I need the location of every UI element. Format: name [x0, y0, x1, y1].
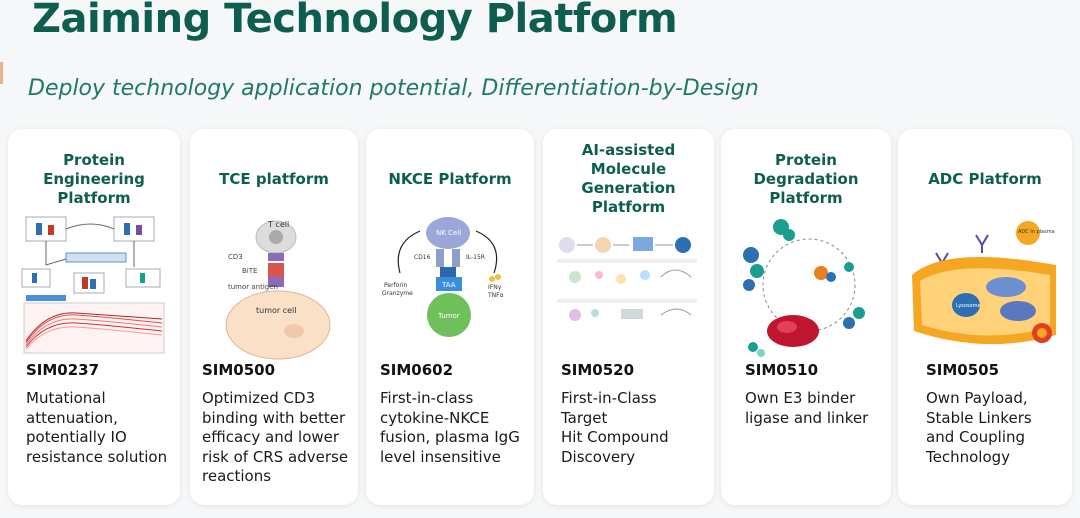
diagram-label-cd16: CD16 — [414, 254, 431, 261]
diagram-label-nk-cell: NK Cell — [436, 229, 461, 237]
platform-card-protein-degradation: Protein Degradation Platform SIM0510 Own… — [721, 129, 891, 505]
card-title: ADC Platform — [928, 169, 1042, 188]
molecule-code: SIM0505 — [926, 361, 1000, 379]
platform-card-nkce: NKCE Platform NK Cell CD16 IL-15R TAA Tu… — [366, 129, 534, 505]
diagram-label-lysosome: Lysosome — [956, 303, 981, 309]
tce-illustration: T cell CD3 BiTE tumor antigen tumor cell — [198, 215, 350, 363]
protein-engineering-illustration — [16, 215, 172, 363]
platform-card-tce: TCE platform T cell CD3 BiTE tumor antig… — [190, 129, 358, 505]
diagram-label-tcell: T cell — [267, 220, 289, 229]
diagram-label-granzyme: Granzyme — [382, 290, 413, 297]
card-description: Mutational attenuation, potentially IO r… — [26, 389, 168, 466]
diagram-label-cd3: CD3 — [228, 253, 243, 261]
card-description: Optimized CD3 binding with better effica… — [202, 389, 349, 485]
card-title: NKCE Platform — [388, 169, 512, 188]
card-description: First-in-class cytokine-NKCE fusion, pla… — [380, 389, 520, 466]
diagram-label-ifng: IFNγ — [488, 284, 502, 291]
diagram-label-tumor-antigen: tumor antigen — [228, 283, 278, 291]
card-title: TCE platform — [219, 169, 329, 188]
card-description: Own E3 binder ligase and linker — [745, 389, 869, 427]
diagram-label-bite: BiTE — [242, 267, 257, 275]
platform-card-adc: ADC Platform ADC in plasma Lysosome SIM0… — [898, 129, 1072, 505]
molecule-code: SIM0237 — [26, 361, 100, 379]
molecule-code: SIM0500 — [202, 361, 276, 379]
diagram-label-il15r: IL-15R — [466, 254, 485, 261]
nkce-illustration: NK Cell CD16 IL-15R TAA Tumor Perforin G… — [374, 215, 526, 363]
diagram-label-tnfa: TNFα — [487, 292, 504, 299]
molecule-code: SIM0520 — [561, 361, 635, 379]
diagram-label-taa: TAA — [441, 281, 456, 289]
accent-bar — [0, 62, 3, 84]
diagram-label-tumor-cell: tumor cell — [256, 306, 297, 315]
card-title: Protein Degradation Platform — [753, 150, 859, 207]
platform-card-ai-molecule-generation: AI-assisted Molecule Generation Platform… — [543, 129, 714, 505]
platform-card-protein-engineering: Protein Engineering Platform — [8, 129, 180, 505]
ai-workflow-illustration — [551, 215, 706, 363]
molecule-code: SIM0510 — [745, 361, 819, 379]
diagram-label-tumor: Tumor — [437, 312, 460, 320]
page-title: Zaiming Technology Platform — [32, 0, 678, 42]
diagram-label-perforin: Perforin — [384, 282, 407, 289]
diagram-label-adc-plasma: ADC in plasma — [1018, 229, 1055, 235]
card-description: Own Payload, Stable Linkers and Coupling… — [926, 389, 1032, 466]
adc-mechanism-illustration: ADC in plasma Lysosome — [906, 215, 1064, 363]
molecule-code: SIM0602 — [380, 361, 454, 379]
card-title: Protein Engineering Platform — [43, 150, 145, 207]
card-title: AI-assisted Molecule Generation Platform — [581, 141, 676, 216]
protein-degradation-illustration — [729, 215, 883, 363]
card-description: First-in-Class Target Hit Compound Disco… — [561, 389, 669, 466]
page-subtitle: Deploy technology application potential,… — [28, 76, 759, 101]
